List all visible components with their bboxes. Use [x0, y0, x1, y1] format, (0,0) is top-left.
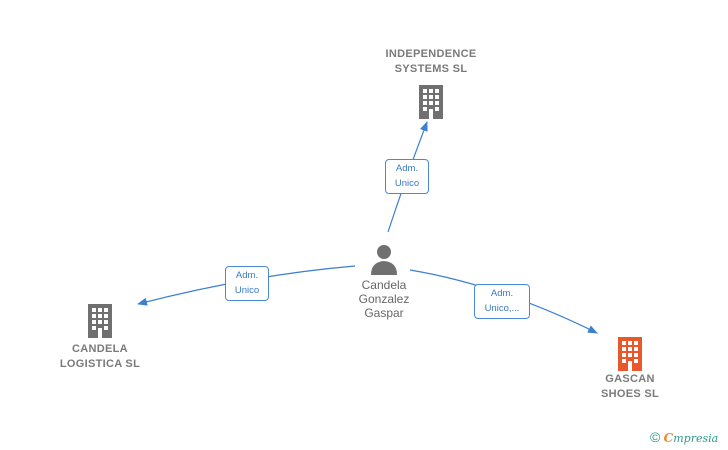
building-icon	[88, 304, 112, 338]
company-name: CANDELA LOGISTICA SL	[59, 343, 141, 370]
relation-label-candela-logistica[interactable]: Adm. Unico	[225, 266, 269, 301]
company-node-independence[interactable]: INDEPENDENCE SYSTEMS SL	[372, 47, 490, 119]
copyright-icon: ©	[650, 429, 661, 445]
company-node-gascan[interactable]: GASCAN SHOES SL	[580, 335, 680, 402]
building-icon	[419, 85, 443, 119]
person-icon	[371, 245, 397, 275]
person-node-candela-gonzalez[interactable]: Candela Gonzalez Gaspar	[344, 243, 424, 320]
brand-footer: © Cmpresia	[650, 429, 718, 445]
relation-label-gascan[interactable]: Adm. Unico,...	[474, 284, 530, 319]
company-node-candela-logistica[interactable]: CANDELA LOGISTICA SL	[45, 302, 155, 372]
company-name: INDEPENDENCE SYSTEMS SL	[385, 48, 477, 75]
relation-label-independence[interactable]: Adm. Unico	[385, 159, 429, 194]
person-name: Candela Gonzalez Gaspar	[358, 278, 410, 320]
building-icon	[618, 337, 642, 371]
brand-logo-initial: C	[663, 431, 674, 445]
company-name: GASCAN SHOES SL	[600, 373, 660, 400]
brand-logo-text: mpresia	[673, 432, 719, 445]
